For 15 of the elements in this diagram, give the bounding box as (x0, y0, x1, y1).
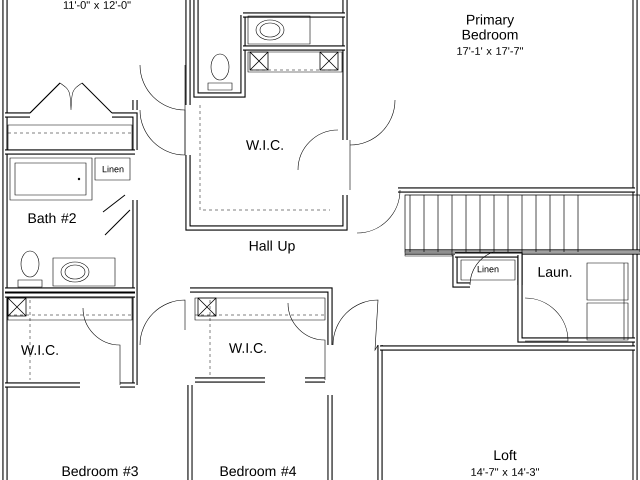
room-name: Bedroom #4 (220, 466, 296, 476)
room-size: 11'-0" x 12'-0" (64, 1, 131, 9)
room-name: Linen (478, 266, 498, 272)
room-name: W.I.C. (246, 140, 283, 150)
room-name: Primary Bedroom (462, 14, 518, 40)
room-name: Bedroom #3 (62, 466, 138, 476)
room-name: Loft (494, 450, 517, 460)
room-name: Bath #2 (28, 212, 76, 224)
room-size: 17'-1' x 17'-7" (457, 47, 524, 55)
room-name: W.I.C. (21, 345, 58, 355)
room-size: 14'-7" x 14'-3" (471, 468, 539, 476)
room-name: W.I.C. (229, 343, 266, 353)
room-name: Hall Up (250, 240, 295, 254)
room-name: Linen (102, 166, 124, 172)
room-name: Laun. (538, 267, 572, 277)
